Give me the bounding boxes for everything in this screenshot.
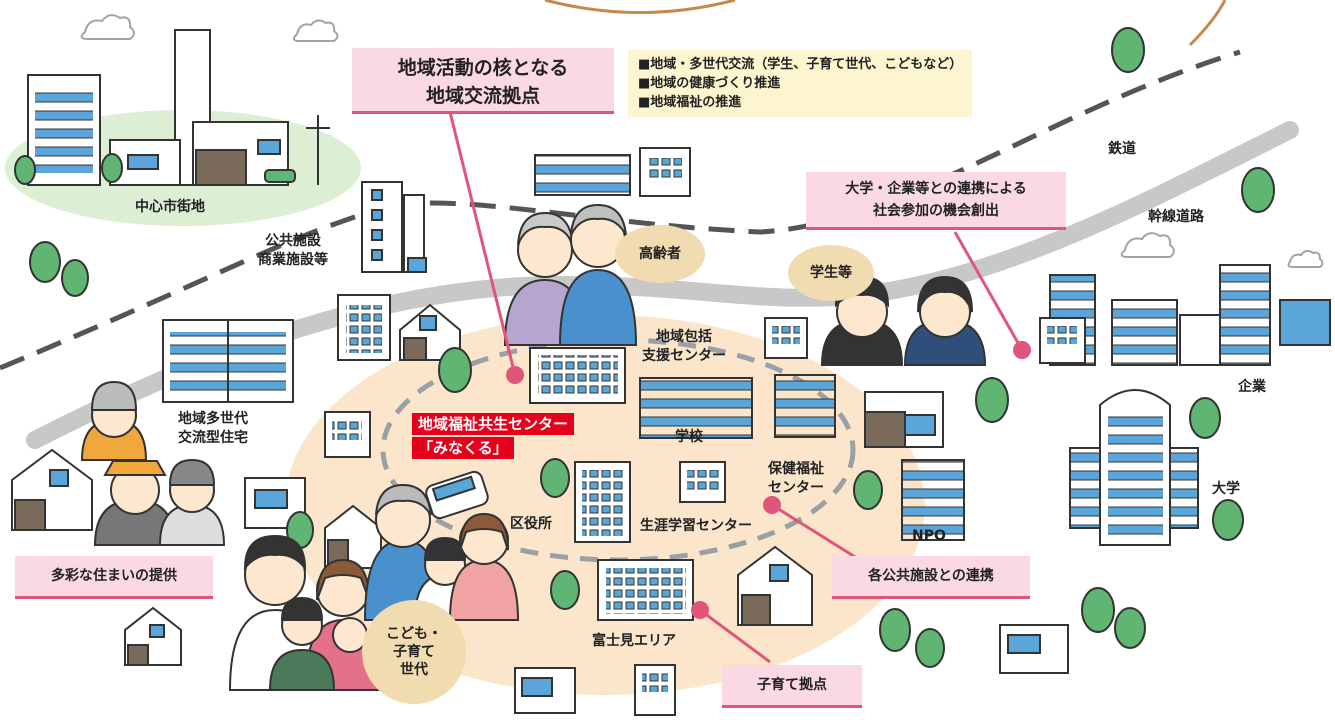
- university-label: 大学: [1212, 481, 1240, 497]
- public-building: [361, 181, 427, 273]
- elderly-bubble: 高齢者: [615, 225, 705, 283]
- multigen-housing-line-1: 地域多世代: [178, 411, 248, 427]
- railway-line: [0, 209, 371, 371]
- hub-title-line-2: 地域交流拠点: [425, 85, 540, 107]
- npo-label: NPO: [912, 528, 946, 544]
- cloud-3: [1120, 232, 1175, 258]
- multigen-housing-label: 地域多世代 交流型住宅: [178, 410, 248, 448]
- multigen-housing-line-2: 交流型住宅: [178, 429, 248, 446]
- students-bubble: 学生等: [788, 245, 874, 301]
- cloud-1: [80, 14, 135, 40]
- public-commercial-line-1: 公共施設: [265, 233, 321, 249]
- childcare-callout: 子育て拠点: [722, 665, 862, 708]
- downtown-buildings: [27, 29, 330, 186]
- university-collab-line-2: 社会参加の機会創出: [873, 203, 999, 219]
- left-middle-buildings: [324, 294, 461, 458]
- public-facilities-callout: 各公共施設との連携: [832, 556, 1030, 599]
- health-center-line-2: センター: [768, 479, 824, 496]
- health-center-label: 保健福祉 センター: [768, 460, 824, 498]
- children-bubble: こども・ 子育て 世代: [362, 600, 466, 704]
- trees: [14, 27, 1275, 668]
- center-name-line-2: 「みなくる」: [412, 437, 514, 459]
- hub-title-box: 地域活動の核となる 地域交流拠点: [352, 48, 614, 114]
- top-right-curve-decoration: [1188, 0, 1227, 47]
- university-collab-callout: 大学・企業等との連携による 社会参加の機会創出: [806, 172, 1066, 230]
- lifelong-learning-label: 生涯学習センター: [640, 518, 752, 534]
- railway-line-2: [389, 49, 1241, 235]
- connector-dots: [506, 341, 1031, 619]
- university-collab-line-1: 大学・企業等との連携による: [845, 181, 1027, 197]
- cloud-4: [1287, 249, 1324, 268]
- top-curve-decoration: [544, 0, 736, 14]
- hub-items-box: ■地域・多世代交流（学生、子育て世代、こどもなど） ■地域の健康づくり推進 ■地…: [628, 50, 973, 117]
- right-buildings: [1039, 264, 1331, 546]
- ward-office-label: 区役所: [510, 516, 552, 532]
- hub-item: ■地域の健康づくり推進: [638, 76, 781, 91]
- people: [80, 203, 987, 691]
- children-bubble-line-1: こども・: [386, 625, 442, 642]
- downtown-label: 中心市街地: [135, 199, 205, 215]
- central-buildings: [529, 317, 965, 621]
- connector-lines: [448, 111, 1024, 664]
- cloud-2: [293, 19, 339, 42]
- center-name-line-1: 地域福祉共生センター: [412, 413, 575, 435]
- school-label: 学校: [675, 429, 703, 445]
- support-center-line-1: 地域包括: [656, 329, 712, 345]
- children-bubble-line-3: 世代: [400, 662, 428, 679]
- support-center-label: 地域包括 支援センター: [642, 328, 726, 366]
- multigen-housing: [162, 319, 294, 403]
- railway-label: 鉄道: [1108, 141, 1136, 157]
- health-center-line-1: 保健福祉: [768, 461, 824, 477]
- public-commercial-line-2: 商業施設等: [258, 251, 328, 268]
- company-label: 企業: [1238, 379, 1266, 395]
- bus-icon: [425, 470, 489, 520]
- public-commercial-label: 公共施設 商業施設等: [258, 232, 328, 270]
- hub-title-line-1: 地域活動の核となる: [397, 57, 569, 79]
- hub-item: ■地域福祉の推進: [638, 95, 742, 110]
- north-buildings: [534, 147, 691, 197]
- fujimi-area-label: 富士見エリア: [592, 633, 676, 649]
- main-road-label: 幹線道路: [1148, 209, 1204, 225]
- support-center-line-2: 支援センター: [642, 347, 726, 364]
- hub-item: ■地域・多世代交流（学生、子育て世代、こどもなど）: [638, 57, 963, 72]
- south-left-houses: [11, 448, 1069, 716]
- children-bubble-line-2: 子育て: [393, 643, 435, 660]
- housing-callout: 多彩な住まいの提供: [15, 556, 213, 599]
